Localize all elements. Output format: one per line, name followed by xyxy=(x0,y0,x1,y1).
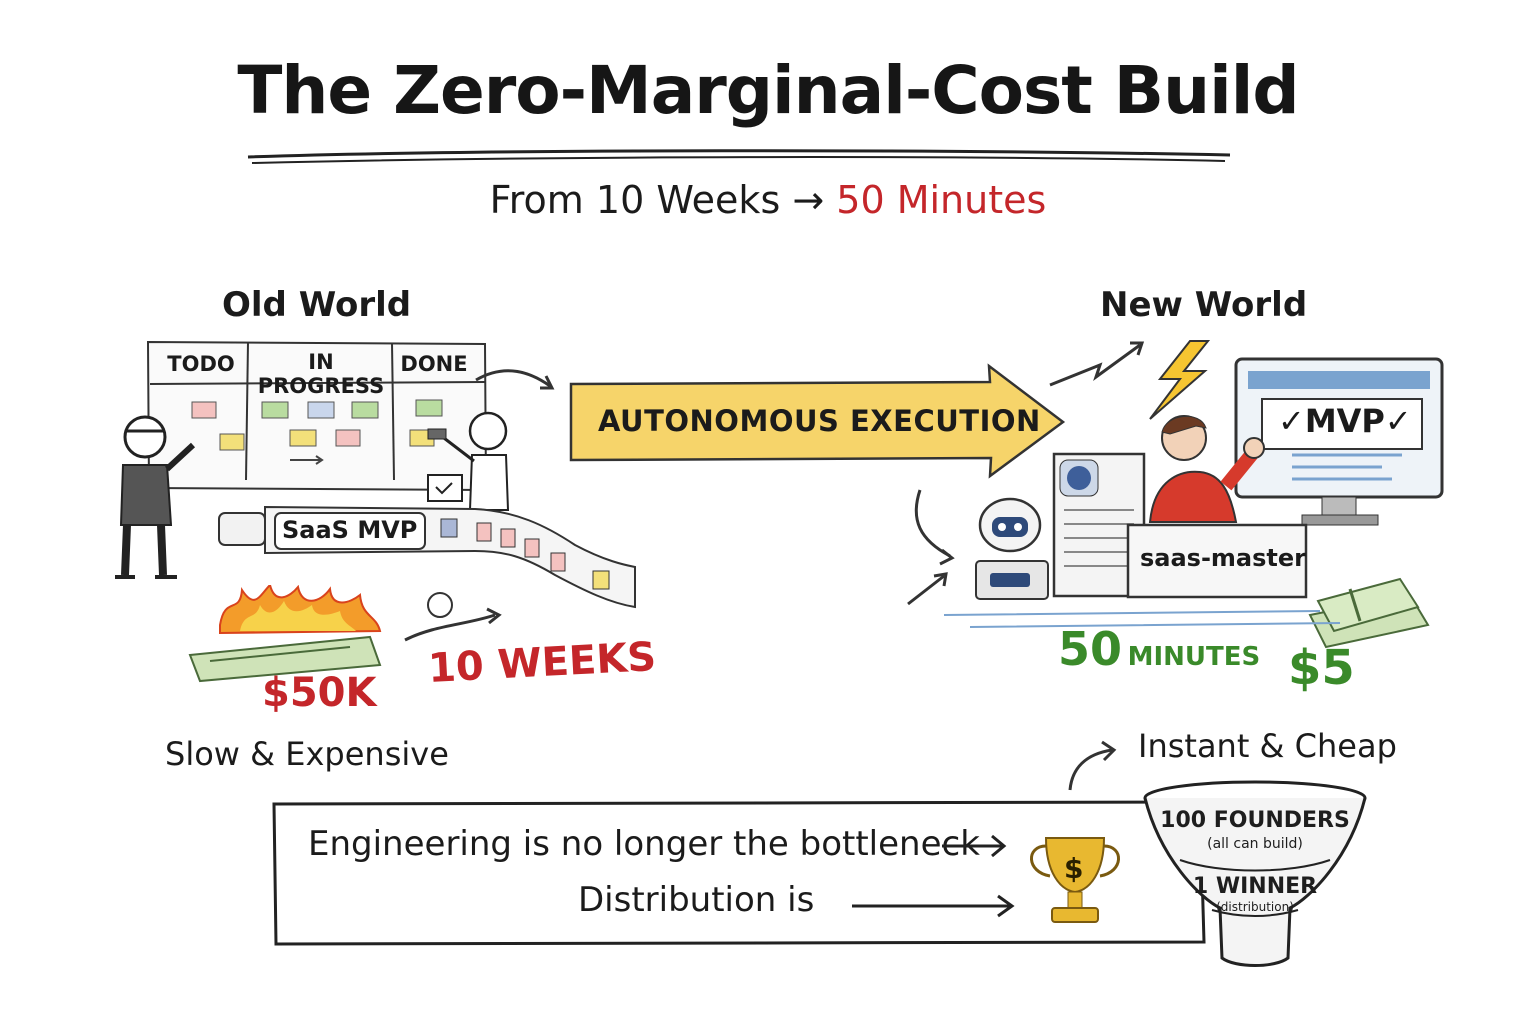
monitor-mvp-label: ✓MVP✓ xyxy=(1278,402,1412,440)
new-world-time-number: 50 xyxy=(1058,622,1123,676)
conveyor-label: SaaS MVP xyxy=(282,516,418,544)
title-underline xyxy=(247,149,1231,164)
subtitle: From 10 Weeks → 50 Minutes xyxy=(0,178,1536,222)
line-2-arrow-icon xyxy=(852,894,1015,918)
page-title: The Zero-Marginal-Cost Build xyxy=(237,52,1299,129)
subtitle-from: From 10 Weeks xyxy=(489,178,781,222)
takeaway-line-1: Engineering is no longer the bottleneck xyxy=(308,824,980,864)
founder-figure-icon xyxy=(1148,415,1265,523)
saas-master-box xyxy=(1126,523,1308,599)
old-world-label: Old World xyxy=(222,285,412,325)
caption-up-arrow-icon xyxy=(1068,740,1117,791)
new-world-time-unit: MINUTES xyxy=(1127,642,1261,672)
server-label: saas-master xyxy=(1140,544,1306,572)
board-col-done: DONE xyxy=(400,352,468,376)
new-world-time: 50 MINUTES xyxy=(1058,622,1260,676)
speed-lines-icon xyxy=(907,489,955,606)
lightning-icon xyxy=(1049,340,1211,420)
old-world-cost: $50K xyxy=(262,670,377,716)
manager-figure-icon xyxy=(115,415,196,579)
subtitle-arrow: → xyxy=(792,178,825,222)
board-col-todo: TODO xyxy=(167,352,235,376)
takeaway-line-2: Distribution is xyxy=(578,880,815,920)
funnel-top-label: 100 FOUNDERS xyxy=(1160,808,1350,833)
old-world-arrow-icon xyxy=(404,592,502,642)
worker-figure-icon xyxy=(427,411,510,511)
subtitle-to: 50 Minutes xyxy=(836,178,1047,222)
board-out-arrow-icon xyxy=(475,369,555,390)
monitor-icon xyxy=(1234,357,1444,526)
funnel-top-sub: (all can build) xyxy=(1207,836,1303,852)
line-1-arrow-icon xyxy=(942,834,1007,858)
robot-icon xyxy=(975,497,1049,600)
new-world-cost: $5 xyxy=(1288,640,1355,696)
kanban-board xyxy=(146,340,488,492)
autonomous-execution-arrow xyxy=(569,363,1066,479)
board-col-in-progress: IN PROGRESS xyxy=(257,350,385,398)
conveyor-belt xyxy=(218,505,636,609)
funnel-bottom-sub: (distribution) xyxy=(1216,900,1294,914)
new-world-label: New World xyxy=(1100,285,1308,325)
trophy-icon xyxy=(1030,837,1120,923)
funnel-bottom-label: 1 WINNER xyxy=(1192,874,1318,899)
takeaway-box xyxy=(272,800,1206,946)
money-stack-icon xyxy=(1308,577,1430,649)
autonomous-execution-label: AUTONOMOUS EXECUTION xyxy=(598,404,1041,438)
trophy-symbol: $ xyxy=(1064,852,1084,885)
burning-money-icon xyxy=(188,585,382,683)
new-world-caption: Instant & Cheap xyxy=(1138,727,1397,765)
funnel-icon xyxy=(1143,780,1367,967)
ground-lines xyxy=(943,610,1341,628)
old-world-caption: Slow & Expensive xyxy=(165,735,449,773)
